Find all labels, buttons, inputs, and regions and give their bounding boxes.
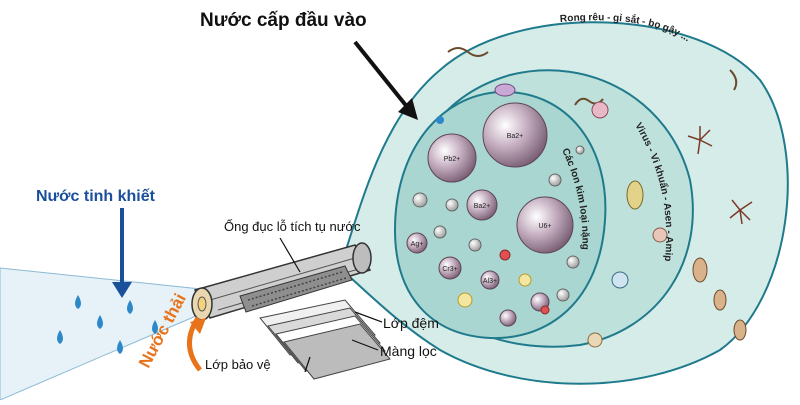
leader-lines [279,237,383,373]
virus-icon [591,101,609,119]
protective-layer-label: Lớp bảo vệ [205,357,271,372]
bacteria-icon [713,289,727,311]
membrane-sheets [259,299,391,380]
pure-water-cone [0,267,211,401]
pure-water-label: Nước tinh khiết [36,188,155,205]
feed-arrow-icon [353,40,418,120]
bacteria-icon [494,83,516,97]
ion-label: Pb2+ [444,156,461,163]
ion-label: Ba2+ [474,203,491,210]
pure-water-arrow-icon [112,208,132,298]
water-droplet-icon [57,295,158,354]
spacer-layer-label: Lớp đệm [383,315,439,331]
perforated-tube-label: Ống đục lỗ tích tụ nước [224,219,361,234]
bacteria-icon [692,257,708,283]
ion-label: Cr3+ [442,266,457,273]
bacteria-icon [626,180,644,210]
ion-cluster [406,102,585,327]
virus-icon [587,332,603,348]
filter-membrane-label: Màng lọc [380,343,437,359]
filter-cartridge-icon [191,242,372,321]
bacteria-icon [733,319,747,341]
virus-icon [611,271,629,289]
waste-water-arrow-icon [187,316,206,372]
virus-icon [652,227,668,243]
ion-label: Ba2+ [507,133,524,140]
virus-icon [687,126,753,225]
feed-water-label: Nước cấp đầu vào [200,10,367,31]
ion-label: Ag+ [411,241,424,248]
ion-label: U6+ [538,223,551,230]
ion-label: Al3+ [483,278,497,285]
